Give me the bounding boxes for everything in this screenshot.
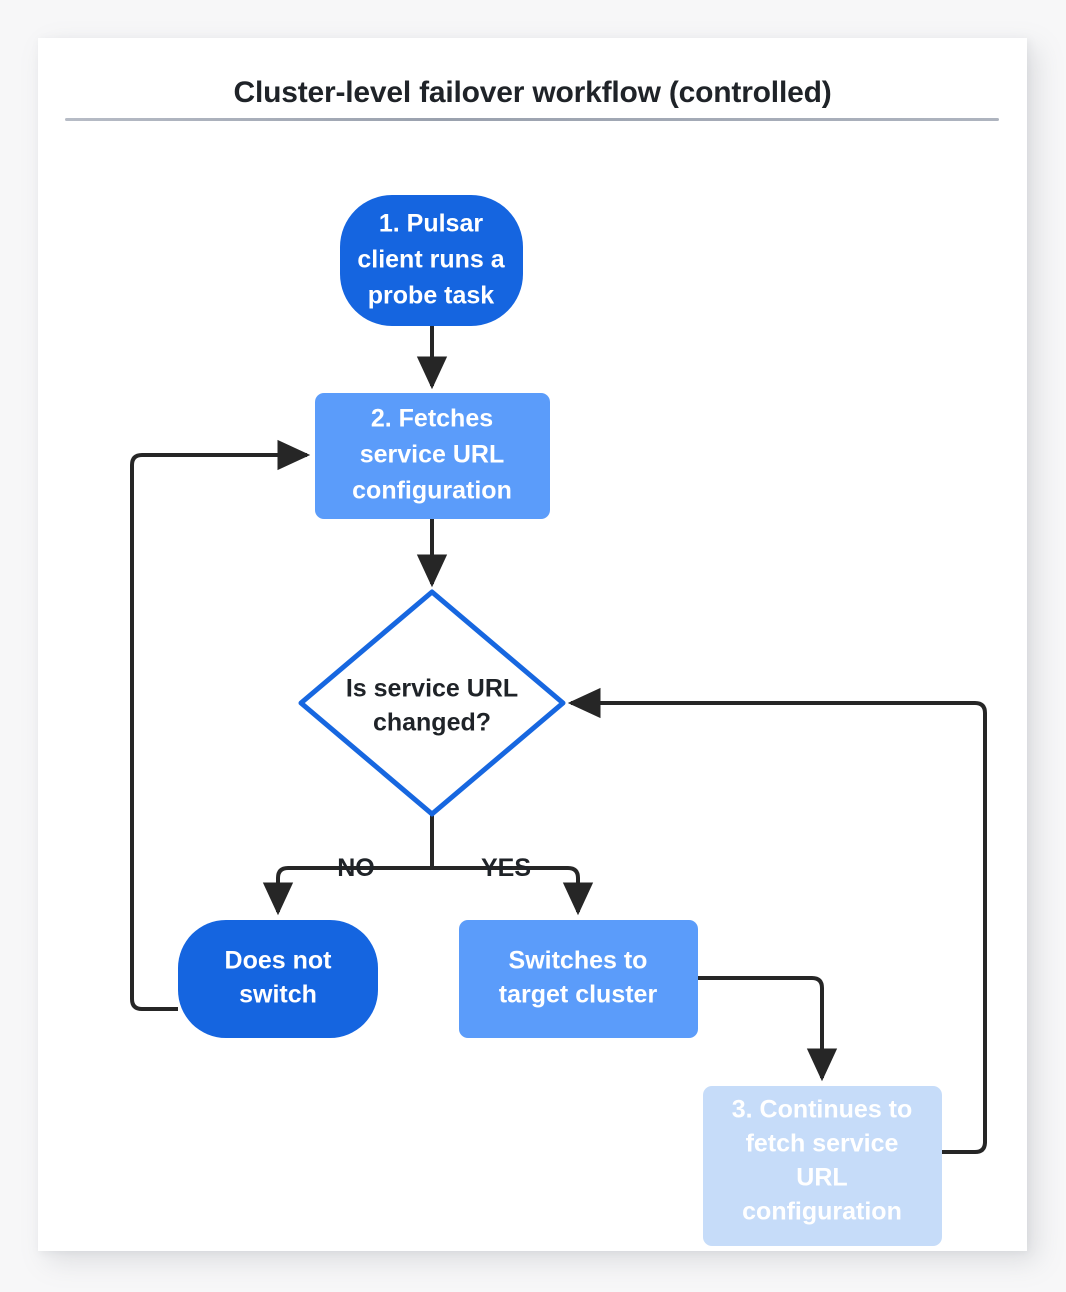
node-decision-line1: Is service URL bbox=[346, 675, 518, 703]
diagram-card: Cluster-level failover workflow (control… bbox=[38, 38, 1027, 1251]
node-step1-shape bbox=[340, 195, 523, 326]
node-switches-line2: target cluster bbox=[499, 981, 658, 1009]
node-switches-to-target-cluster[interactable]: Switches to target cluster bbox=[459, 920, 698, 1038]
node-decision[interactable]: Is service URL changed? bbox=[298, 589, 566, 817]
node-decision-line2: changed? bbox=[373, 709, 491, 737]
node-step1-line2: client runs a bbox=[357, 246, 505, 274]
edge-label-yes: YES bbox=[481, 854, 531, 882]
node-step1-line1: 1. Pulsar bbox=[379, 210, 483, 238]
node-does-not-switch-line1: Does not bbox=[225, 947, 333, 975]
edge-switch-to-step3 bbox=[698, 976, 838, 1082]
node-step3-line1: 3. Continues to bbox=[732, 1096, 913, 1124]
node-step3-line4: configuration bbox=[742, 1198, 902, 1226]
node-step1-line3: probe task bbox=[368, 282, 495, 310]
node-does-not-switch[interactable]: Does not switch bbox=[178, 920, 378, 1038]
node-step2-line1: 2. Fetches bbox=[371, 405, 493, 433]
node-does-not-switch-shape bbox=[178, 920, 378, 1038]
node-step3-line2: fetch service bbox=[746, 1130, 899, 1158]
edge-label-no: NO bbox=[337, 854, 375, 882]
node-does-not-switch-line2: switch bbox=[239, 981, 317, 1009]
node-step2-shape bbox=[315, 393, 550, 519]
page-title: Cluster-level failover workflow (control… bbox=[233, 76, 832, 109]
node-step2-line3: configuration bbox=[352, 477, 512, 505]
node-step1[interactable]: 1. Pulsar client runs a probe task bbox=[340, 195, 523, 326]
node-step3-line3: URL bbox=[796, 1164, 847, 1192]
node-step3[interactable]: 3. Continues to fetch service URL config… bbox=[703, 1086, 942, 1246]
node-step3-shape bbox=[703, 1086, 942, 1246]
title-divider bbox=[65, 118, 999, 121]
edge-noswitch-to-step2 bbox=[130, 439, 311, 1011]
edge-decision-yes bbox=[432, 866, 594, 916]
node-step2-line2: service URL bbox=[360, 441, 505, 469]
node-decision-shape bbox=[298, 589, 566, 817]
node-switches-line1: Switches to bbox=[509, 947, 648, 975]
node-switches-shape bbox=[459, 920, 698, 1038]
edge-decision-no bbox=[262, 866, 432, 916]
edge-step3-to-decision bbox=[567, 687, 987, 1154]
node-step2[interactable]: 2. Fetches service URL configuration bbox=[315, 393, 550, 519]
